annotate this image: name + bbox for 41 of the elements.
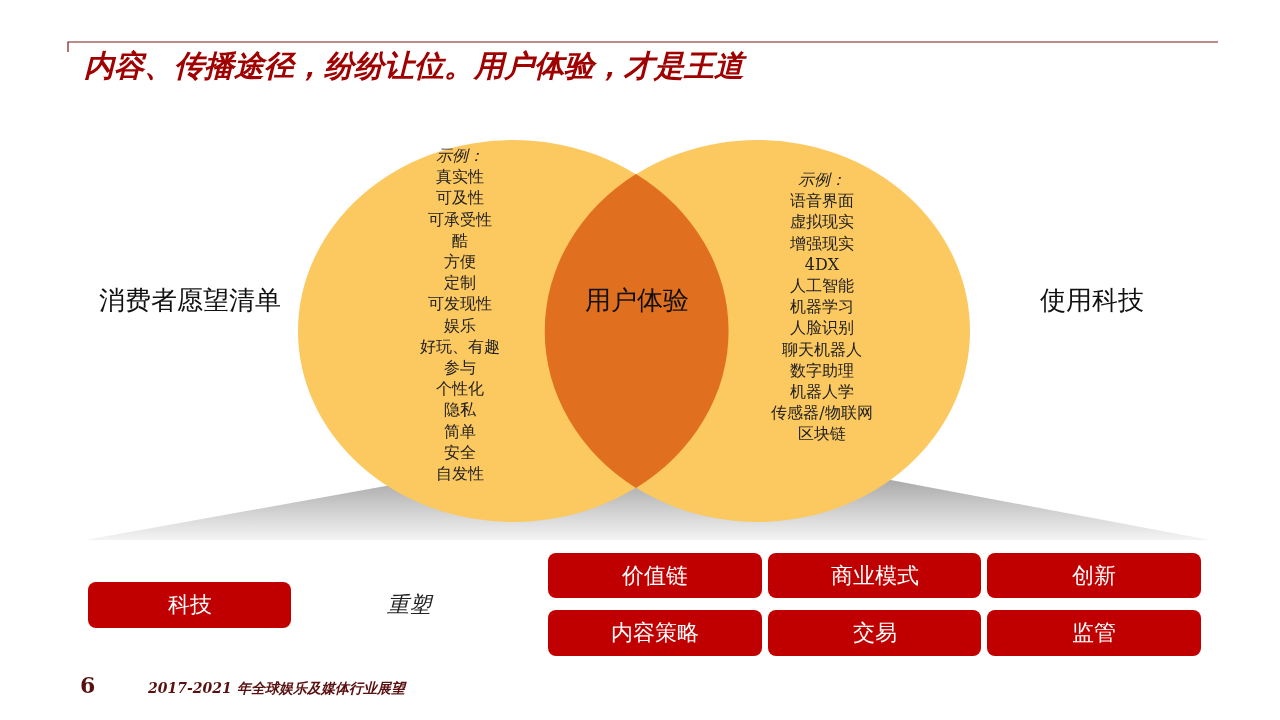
list-item: 数字助理 bbox=[790, 359, 854, 382]
list-item: 隐私 bbox=[444, 399, 476, 421]
circle-heading: 消费者愿望清单 bbox=[99, 283, 281, 317]
list-item: 简单 bbox=[444, 420, 476, 442]
list-item: 增强现实 bbox=[790, 232, 854, 254]
page-number: 6 bbox=[80, 672, 96, 698]
list-item: 真实性 bbox=[436, 166, 484, 188]
list-item: 酷 bbox=[452, 229, 468, 251]
category-box: 监管 bbox=[987, 610, 1201, 656]
list-item: 聊天机器人 bbox=[782, 338, 862, 360]
list-item: 人工智能 bbox=[790, 275, 854, 297]
list-item: 传感器/物联网 bbox=[771, 402, 873, 424]
list-item: 娱乐 bbox=[444, 314, 476, 336]
list-item: 可承受性 bbox=[428, 208, 492, 230]
list-heading: 示例： bbox=[436, 145, 484, 167]
list-item: 可及性 bbox=[436, 187, 484, 209]
list-item: 机器学习 bbox=[790, 296, 854, 318]
list-item: 区块链 bbox=[798, 423, 846, 445]
category-box: 科技 bbox=[88, 582, 291, 628]
category-box: 商业模式 bbox=[768, 553, 981, 598]
list-item: 方便 bbox=[444, 251, 476, 273]
circle-heading: 使用科技 bbox=[1040, 283, 1144, 317]
lens-label: 用户体验 bbox=[584, 283, 689, 317]
list-item: 个性化 bbox=[436, 378, 484, 400]
list-item: 4DX bbox=[804, 253, 840, 275]
list-item: 机器人学 bbox=[790, 381, 854, 403]
list-item: 虚拟现实 bbox=[790, 211, 854, 233]
list-item: 好玩、有趣 bbox=[420, 335, 500, 358]
list-item: 定制 bbox=[444, 272, 476, 294]
list-item: 可发现性 bbox=[428, 293, 492, 315]
category-box: 内容策略 bbox=[548, 610, 762, 656]
list-item: 自发性 bbox=[436, 463, 484, 485]
category-box: 创新 bbox=[987, 553, 1201, 598]
category-box: 交易 bbox=[768, 610, 981, 656]
list-item: 安全 bbox=[444, 441, 476, 464]
category-box: 价值链 bbox=[548, 553, 762, 598]
list-item: 语音界面 bbox=[790, 190, 854, 212]
list-item: 人脸识别 bbox=[790, 317, 854, 339]
list-item: 参与 bbox=[444, 357, 476, 379]
footer-text: 2017-2021 年全球娱乐及媒体行业展望 bbox=[148, 680, 405, 698]
list-heading: 示例： bbox=[798, 169, 846, 191]
